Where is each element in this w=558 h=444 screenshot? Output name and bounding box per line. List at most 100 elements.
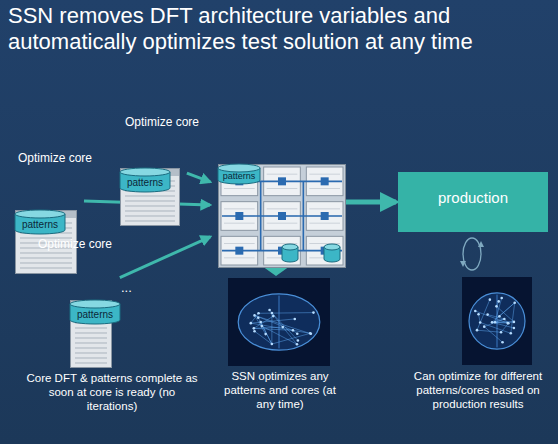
brain-dot	[497, 300, 500, 303]
brain-net	[484, 319, 504, 327]
brain-net	[511, 303, 515, 334]
chip-core-line	[309, 188, 340, 189]
brain-dot	[477, 313, 480, 316]
cylinder-top	[15, 210, 65, 218]
cycle-head	[460, 261, 466, 267]
core-header	[16, 211, 76, 218]
core-line	[125, 196, 175, 197]
brain-net	[272, 313, 298, 340]
brain-net	[477, 330, 501, 332]
flow-arrow	[342, 200, 396, 205]
brain-net	[259, 312, 314, 314]
chip-core-line	[309, 223, 340, 224]
brain-net	[475, 311, 508, 323]
core-line	[20, 258, 72, 259]
brain-dot	[495, 305, 498, 308]
brain-dot	[494, 321, 497, 324]
ssn-node	[235, 212, 243, 220]
core-block: patternsOptimize core	[20, 168, 82, 232]
brain-dot	[271, 312, 274, 315]
brain-ground	[228, 278, 330, 366]
brain-dot	[292, 329, 295, 332]
brain-dot	[271, 343, 274, 346]
core-line	[20, 263, 72, 264]
brain-net	[484, 327, 502, 343]
brain-dot	[486, 313, 489, 316]
chip-core-line	[224, 188, 255, 189]
core-line	[125, 216, 175, 217]
cycle-head	[478, 241, 484, 247]
brain-dot	[500, 331, 503, 334]
flow-arrow	[120, 237, 210, 278]
ssn-bus	[260, 181, 262, 250]
chip-core-line	[309, 174, 340, 175]
brain-dot	[498, 315, 501, 318]
brain-dot	[253, 330, 256, 333]
chip-core-line	[224, 223, 255, 224]
brain-dot	[296, 343, 299, 346]
cylinder-top	[324, 244, 340, 250]
core-heading: Optimize core	[125, 115, 199, 129]
cylinder-top	[70, 300, 120, 308]
brain-net	[492, 303, 515, 323]
brain-dot	[272, 315, 275, 318]
ellipsis: ...	[121, 280, 151, 296]
chip-core-line	[224, 257, 255, 258]
production-box: production	[398, 172, 548, 232]
core-line	[75, 353, 107, 354]
brain-dot	[310, 332, 313, 335]
core-line	[75, 328, 107, 329]
brain-net	[271, 313, 272, 344]
pattern-cylinder: patterns	[120, 168, 170, 192]
brain-dot	[513, 301, 516, 304]
core-line	[125, 201, 175, 202]
pattern-cylinder: patterns	[218, 164, 260, 184]
brain-net	[255, 315, 293, 330]
ssn-node	[278, 177, 286, 185]
brain-dot	[253, 327, 256, 330]
brain-dot	[253, 314, 256, 317]
chip-core-line	[309, 208, 340, 209]
core-line	[125, 221, 175, 222]
brain-dot	[483, 325, 486, 328]
core-block: patternsOptimize core	[125, 132, 185, 190]
brain-outline	[238, 294, 320, 350]
brain-dot	[281, 326, 284, 329]
brain-dot	[312, 311, 315, 314]
caption: Core DFT & patterns complete as soon at …	[26, 372, 198, 413]
caption: Can optimize for different patterns/core…	[403, 370, 553, 411]
brain-dot	[261, 325, 264, 328]
brain-dot	[513, 327, 516, 330]
brain-dot	[249, 322, 252, 325]
brain-ground	[462, 277, 532, 365]
pattern-label: patterns	[223, 167, 256, 181]
core-line	[125, 206, 175, 207]
brain-net	[255, 331, 272, 344]
ssn-bus	[303, 181, 305, 250]
core-line	[75, 333, 107, 334]
brain-net	[495, 298, 502, 322]
core-line	[75, 358, 107, 359]
brain-dot	[259, 321, 262, 324]
brain-dot	[509, 332, 512, 335]
core-line	[20, 268, 72, 269]
brain-dot	[264, 333, 267, 336]
brain-net	[492, 321, 514, 322]
brain-dot	[474, 310, 477, 313]
brain-dot	[293, 318, 296, 321]
brain-net	[499, 303, 514, 317]
brain-dot	[297, 339, 300, 342]
brain-dot	[257, 316, 260, 319]
production-label: production	[438, 189, 508, 206]
chip-core-line	[267, 223, 298, 224]
ssn-node	[321, 212, 329, 220]
core-line	[75, 343, 107, 344]
core-line	[125, 211, 175, 212]
brain-dot	[257, 312, 260, 315]
core-line	[75, 363, 107, 364]
core-block: patternsOptimize core	[76, 254, 118, 322]
brain-dot	[506, 322, 509, 325]
chip-core-line	[267, 208, 298, 209]
brain-net	[254, 327, 283, 328]
brain-dot	[479, 321, 482, 324]
